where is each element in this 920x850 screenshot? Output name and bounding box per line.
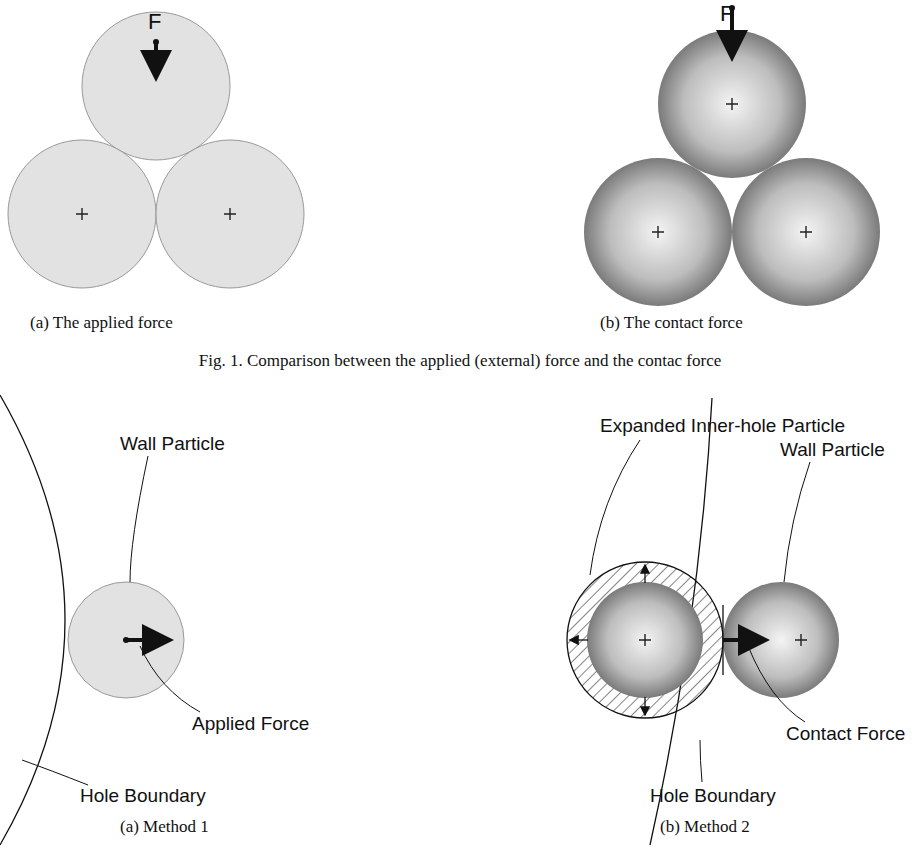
part-label: Hole Boundary — [650, 786, 776, 807]
force-label: F — [720, 2, 733, 26]
panel-caption: (b) The contact force — [600, 314, 743, 333]
wall-particle — [68, 582, 184, 698]
panel-caption: (a) Method 1 — [120, 818, 209, 837]
part-label: Applied Force — [192, 714, 309, 735]
part-label: Hole Boundary — [80, 786, 206, 807]
wall-particle — [723, 582, 839, 698]
force-arrow — [154, 42, 158, 74]
part-label: Wall Particle — [780, 440, 885, 461]
force-origin — [123, 637, 129, 643]
expansion-arrow — [571, 566, 645, 714]
force-arrow — [126, 638, 166, 642]
force-arrow — [723, 638, 762, 642]
center-mark — [652, 98, 812, 238]
part-label: Contact Force — [786, 724, 905, 745]
force-origin — [153, 39, 159, 45]
part-label: Expanded Inner-hole Particle — [600, 416, 845, 437]
part-label: Wall Particle — [120, 434, 225, 455]
hole-boundary — [0, 395, 65, 845]
leader-line — [22, 456, 200, 785]
applied-force-particles — [8, 12, 304, 288]
force-label: F — [148, 10, 161, 34]
figure-caption: Fig. 1. Comparison between the applied (… — [199, 352, 722, 371]
contact-force-particles — [584, 30, 880, 306]
panel-caption: (a) The applied force — [30, 314, 173, 333]
center-mark — [639, 634, 807, 646]
panel-caption: (b) Method 2 — [660, 818, 750, 837]
leader-line — [590, 440, 810, 782]
center-mark — [76, 208, 236, 220]
